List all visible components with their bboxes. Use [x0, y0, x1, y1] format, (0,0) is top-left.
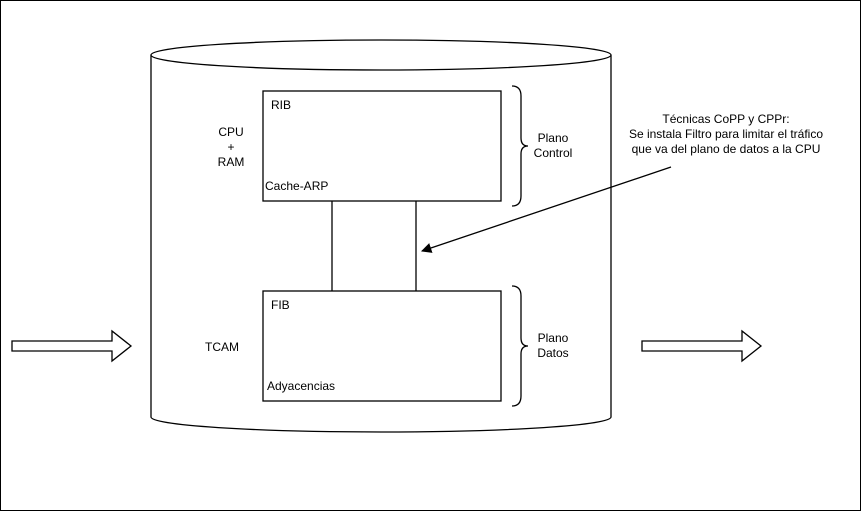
cache-arp-label: Cache-ARP [265, 179, 329, 193]
annotation-text: Técnicas CoPP y CPPr: Se instala Filtro … [601, 112, 851, 157]
annotation-line-2: Se instala Filtro para limitar el tráfic… [628, 127, 824, 141]
adyacencias-label: Adyacencias [267, 379, 336, 393]
rib-label: RIB [271, 98, 292, 112]
fib-label: FIB [271, 298, 290, 312]
annotation-line-1: Técnicas CoPP y CPPr: [662, 112, 790, 126]
cpu-label-line-3: RAM [217, 155, 245, 169]
annotation-line-3: que va del plano de datos a la CPU [631, 142, 821, 156]
plano-datos-label: Plano Datos [521, 331, 585, 361]
cpu-ram-label: CPU + RAM [211, 125, 251, 170]
plano-datos-line-2: Datos [537, 346, 569, 360]
annotation-arrow [421, 166, 672, 253]
plano-datos-line-1: Plano [537, 331, 569, 345]
cpu-label-line-2: + [227, 140, 235, 154]
egress-arrow [641, 329, 763, 363]
plano-control-line-1: Plano [537, 131, 569, 145]
tcam-label: TCAM [205, 340, 239, 354]
data-plane-box [262, 290, 502, 402]
data-plane-brace [511, 285, 529, 407]
plano-control-line-2: Control [533, 146, 573, 160]
plano-control-label: Plano Control [521, 131, 585, 161]
control-plane-box [262, 90, 502, 202]
control-plane-brace [511, 85, 529, 207]
ingress-arrow [11, 329, 133, 363]
cpu-label-line-1: CPU [218, 125, 244, 139]
